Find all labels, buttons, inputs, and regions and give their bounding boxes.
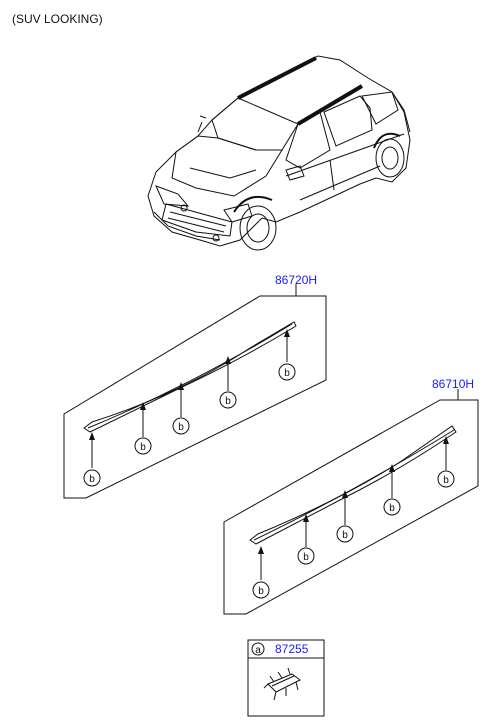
rail-86710h-strip[interactable] [249, 425, 457, 545]
clip-letter: b [389, 503, 395, 514]
clip-letter: b [225, 396, 231, 407]
clip-letter: b [140, 442, 146, 453]
clip-illustration [263, 667, 301, 701]
car-illustration [147, 55, 411, 251]
clip-letter: b [443, 475, 449, 486]
clip-pointer-b-10[interactable]: b [437, 436, 455, 488]
clip-pointer-b-9[interactable]: b [383, 464, 401, 516]
part-number-86720h[interactable]: 86720H [275, 273, 318, 287]
clip-index-letter: a [255, 645, 261, 656]
clip-pointer-b-2[interactable]: b [134, 402, 152, 455]
rail-86720h-group: b b b b [63, 284, 327, 499]
part-number-86710h[interactable]: 86710H [432, 377, 475, 391]
clip-pointer-b-7[interactable]: b [297, 514, 315, 565]
rail-86710h-group: b b b b [223, 389, 479, 615]
clip-letter: b [342, 530, 348, 541]
clip-letter: b [89, 474, 95, 485]
rail-86710h-frame [223, 399, 479, 615]
clip-letter: b [258, 586, 264, 597]
clip-letter: b [284, 368, 290, 379]
clip-pointer-b-3[interactable]: b [172, 382, 190, 435]
clip-letter: b [178, 422, 184, 433]
clip-87255-box[interactable]: a [247, 639, 325, 717]
rail-86720h-frame [63, 295, 327, 499]
clip-pointer-b-8[interactable]: b [336, 490, 354, 543]
clip-pointer-b-1[interactable]: b [83, 432, 101, 487]
clip-pointer-b-4[interactable]: b [219, 356, 237, 409]
clip-pointer-b-6[interactable]: b [252, 546, 270, 599]
clip-pointer-b-5[interactable]: b [278, 329, 296, 381]
clip-letter: b [303, 552, 309, 563]
view-caption: (SUV LOOKING) [12, 12, 103, 26]
part-number-87255[interactable]: 87255 [275, 642, 309, 656]
